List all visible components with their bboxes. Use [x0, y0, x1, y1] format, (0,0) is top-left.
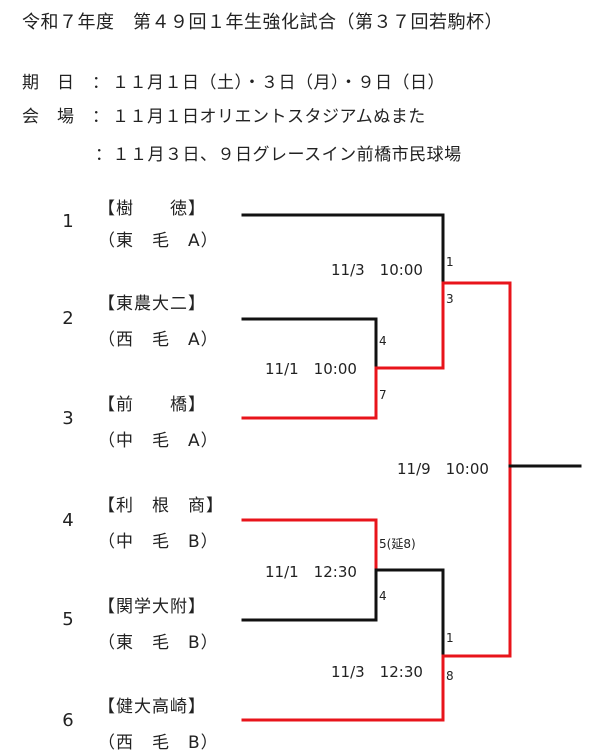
match-4-score-top: 1 [446, 631, 454, 645]
team-6-group: （西 毛 B） [98, 733, 219, 753]
match-4-schedule: 11/3 12:30 [331, 663, 423, 681]
match-2-schedule: 11/1 12:30 [265, 563, 357, 581]
seed-2: 2 [62, 308, 74, 329]
team-1-name: 【樹 徳】 [98, 199, 206, 219]
team-3-group: （中 毛 A） [98, 431, 219, 451]
team-5-group: （東 毛 B） [98, 633, 219, 653]
bracket-line-team6 [241, 654, 445, 722]
match-2-score-bottom: 4 [379, 589, 387, 603]
team-2-name: 【東農大二】 [98, 294, 206, 314]
team-2-group: （西 毛 A） [98, 330, 219, 350]
team-5-name: 【関学大附】 [98, 597, 206, 617]
bracket-line-team1 [241, 213, 445, 285]
venue-day1: １１月１日オリエントスタジアムぬまた [112, 107, 426, 127]
match-2-score-top: 5(延8) [379, 537, 416, 551]
team-1-group: （東 毛 A） [98, 231, 219, 251]
match-3-score-top: 1 [446, 255, 454, 269]
page-title: 令和７年度 第４９回１年生強化試合（第３７回若駒杯） [22, 12, 503, 33]
team-4-name: 【利 根 商】 [98, 496, 224, 516]
bracket-line-m2-winner [374, 568, 445, 658]
dates-label: 期 日 ： [22, 73, 110, 93]
seed-3: 3 [62, 408, 74, 429]
team-6-name: 【健大高崎】 [98, 697, 206, 717]
seed-1: 1 [62, 211, 74, 232]
bracket-line-semi2-winner [441, 464, 512, 658]
seed-5: 5 [62, 609, 74, 630]
team-4-group: （中 毛 B） [98, 532, 219, 552]
match-4-score-bottom: 8 [446, 669, 454, 683]
seed-6: 6 [62, 710, 74, 731]
match-1-schedule: 11/1 10:00 [265, 360, 357, 378]
bracket-line-team3 [241, 366, 378, 420]
match-1-score-bottom: 7 [379, 388, 387, 402]
match-3-schedule: 11/3 10:00 [331, 261, 423, 279]
match-1-score-top: 4 [379, 334, 387, 348]
dates-value: １１月１日（土）・３日（月）・９日（日） [112, 73, 445, 93]
final-schedule: 11/9 10:00 [397, 460, 489, 478]
bracket-line-m1-winner [374, 281, 445, 370]
bracket-line-team4 [241, 518, 378, 572]
match-3-score-bottom: 3 [446, 292, 454, 306]
venue-day3-9: ：１１月３日、９日グレースイン前橋市民球場 [95, 145, 462, 165]
bracket-line-team5 [241, 568, 378, 622]
team-3-name: 【前 橋】 [98, 395, 206, 415]
bracket-line-team2 [241, 317, 378, 370]
bracket-line-semi1-winner [441, 281, 512, 468]
seed-4: 4 [62, 510, 74, 531]
venue-label: 会 場 ： [22, 107, 110, 127]
